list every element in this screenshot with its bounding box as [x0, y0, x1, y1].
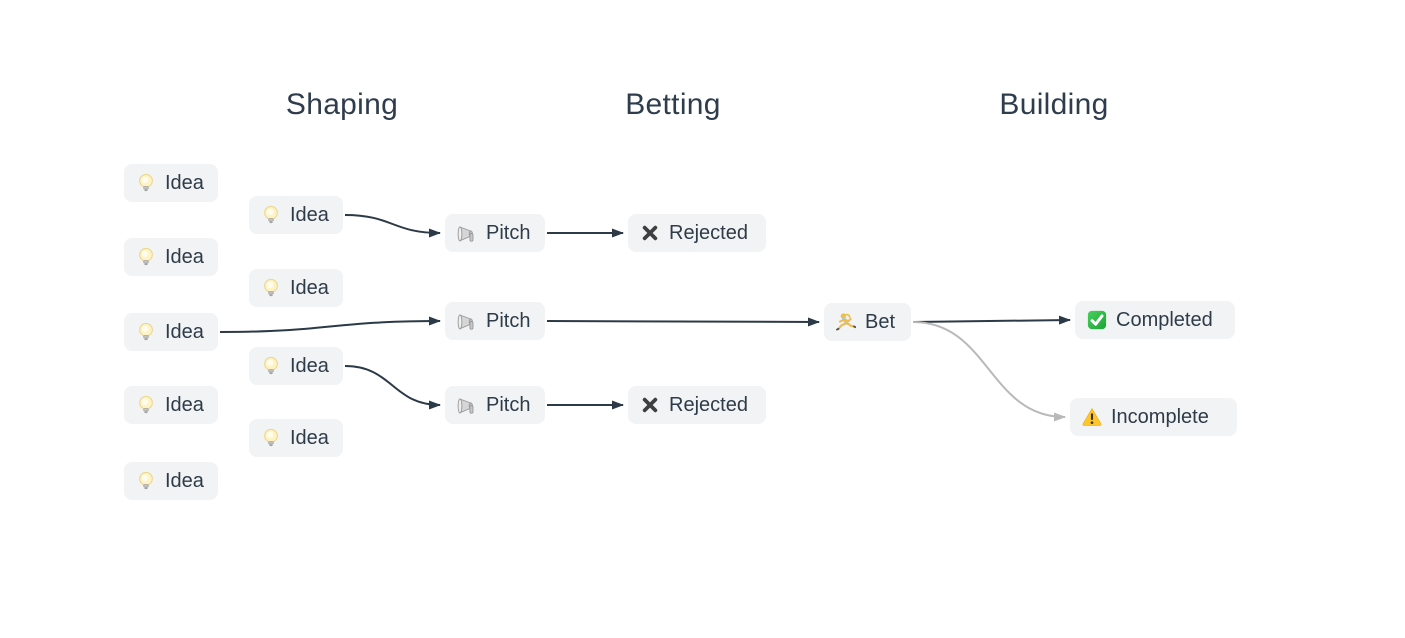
runner-icon	[836, 312, 856, 332]
node-label: Incomplete	[1111, 405, 1209, 428]
node-completed: Completed	[1075, 301, 1235, 339]
megaphone-icon	[457, 223, 477, 243]
lightbulb-icon	[136, 247, 156, 267]
edge-bet-to-incomplete	[912, 321, 1066, 422]
node-idea-7: Idea	[249, 269, 343, 307]
edge-bet-to-completed	[912, 315, 1071, 325]
edge-idea-6-to-pitch-1	[344, 214, 441, 238]
edge-pitch-2-to-bet	[546, 317, 820, 327]
node-idea-3: Idea	[124, 313, 218, 351]
phase-header-building: Building	[999, 88, 1109, 121]
lightbulb-icon	[136, 322, 156, 342]
warning-icon	[1082, 407, 1102, 427]
node-label: Idea	[290, 426, 329, 449]
node-pitch-3: Pitch	[445, 386, 545, 424]
node-idea-5: Idea	[124, 462, 218, 500]
node-label: Bet	[865, 310, 896, 333]
node-rejected-2: Rejected	[628, 386, 766, 424]
lightbulb-icon	[136, 471, 156, 491]
node-idea-1: Idea	[124, 164, 218, 202]
check-mark-icon	[1087, 310, 1107, 330]
node-label: Idea	[290, 203, 329, 226]
phase-header-betting: Betting	[625, 88, 721, 121]
node-idea-8: Idea	[249, 347, 343, 385]
node-idea-9: Idea	[249, 419, 343, 457]
node-label: Idea	[165, 320, 204, 343]
lightbulb-icon	[136, 395, 156, 415]
node-pitch-2: Pitch	[445, 302, 545, 340]
node-label: Pitch	[486, 309, 531, 332]
node-label: Pitch	[486, 221, 531, 244]
lightbulb-icon	[261, 278, 281, 298]
edge-idea-8-to-pitch-3	[344, 365, 441, 410]
node-label: Idea	[165, 469, 204, 492]
cross-mark-icon	[640, 395, 660, 415]
lightbulb-icon	[261, 205, 281, 225]
lightbulb-icon	[261, 356, 281, 376]
node-bet: Bet	[824, 303, 911, 341]
node-idea-6: Idea	[249, 196, 343, 234]
node-rejected-1: Rejected	[628, 214, 766, 252]
node-label: Rejected	[669, 221, 748, 244]
lightbulb-icon	[136, 173, 156, 193]
node-incomplete: Incomplete	[1070, 398, 1237, 436]
node-idea-2: Idea	[124, 238, 218, 276]
node-idea-4: Idea	[124, 386, 218, 424]
node-label: Idea	[165, 245, 204, 268]
edge-idea-3-to-pitch-2	[219, 316, 441, 333]
node-label: Idea	[290, 276, 329, 299]
node-label: Rejected	[669, 393, 748, 416]
node-label: Idea	[290, 354, 329, 377]
node-pitch-1: Pitch	[445, 214, 545, 252]
cross-mark-icon	[640, 223, 660, 243]
lightbulb-icon	[261, 428, 281, 448]
megaphone-icon	[457, 395, 477, 415]
node-label: Idea	[165, 393, 204, 416]
node-label: Completed	[1116, 308, 1213, 331]
node-label: Idea	[165, 171, 204, 194]
node-label: Pitch	[486, 393, 531, 416]
megaphone-icon	[457, 311, 477, 331]
phase-header-shaping: Shaping	[285, 88, 399, 121]
